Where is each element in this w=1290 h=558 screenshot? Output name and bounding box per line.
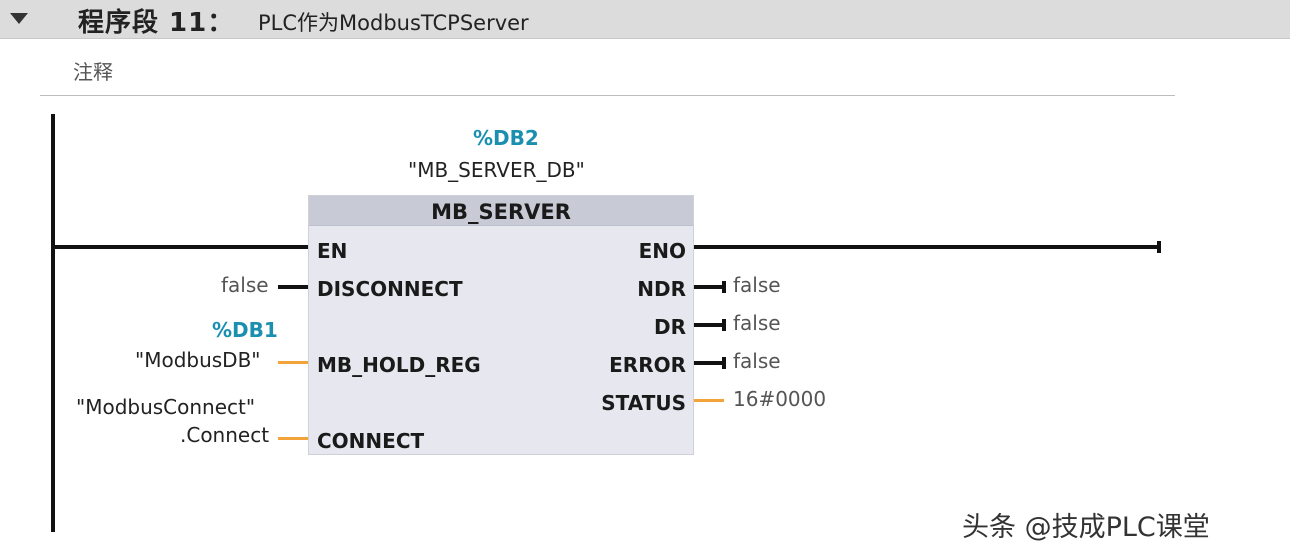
eno-wire-end: [1157, 241, 1161, 253]
dr-wire[interactable]: [694, 323, 724, 327]
pin-disconnect[interactable]: DISCONNECT: [317, 277, 463, 301]
connect-param-line1[interactable]: "ModbusConnect": [76, 395, 256, 419]
network-header[interactable]: 程序段 11： PLC作为ModbusTCPServer: [0, 0, 1290, 39]
collapse-arrow-icon[interactable]: [10, 13, 28, 24]
ndr-wire[interactable]: [694, 285, 724, 289]
network-label: 程序段 11：: [78, 8, 235, 38]
comment-placeholder: 注释: [73, 60, 113, 84]
watermark: 头条 @技成PLC课堂: [962, 512, 1210, 543]
ndr-value[interactable]: false: [733, 273, 781, 297]
pin-status[interactable]: STATUS: [601, 391, 686, 415]
holdreg-db-address[interactable]: %DB1: [212, 318, 278, 342]
status-value[interactable]: 16#0000: [733, 387, 827, 411]
mb-server-block[interactable]: MB_SERVER EN DISCONNECT MB_HOLD_REG CONN…: [308, 195, 694, 455]
pin-mb-hold-reg[interactable]: MB_HOLD_REG: [317, 353, 481, 377]
dr-value[interactable]: false: [733, 311, 781, 335]
pin-dr[interactable]: DR: [653, 315, 686, 339]
instance-db-name[interactable]: "MB_SERVER_DB": [408, 158, 585, 182]
instance-db-address[interactable]: %DB2: [473, 126, 539, 150]
error-value[interactable]: false: [733, 349, 781, 373]
mb-hold-reg-wire[interactable]: [278, 361, 309, 364]
dr-wire-end: [722, 319, 726, 331]
pin-connect[interactable]: CONNECT: [317, 429, 425, 453]
pin-eno[interactable]: ENO: [638, 239, 686, 263]
network-comment-field[interactable]: 注释: [40, 50, 1175, 96]
holdreg-db-name[interactable]: "ModbusDB": [135, 348, 261, 372]
error-wire-end: [722, 357, 726, 369]
connect-wire[interactable]: [278, 437, 309, 440]
block-title: MB_SERVER: [309, 196, 693, 226]
pin-en[interactable]: EN: [317, 239, 348, 263]
error-wire[interactable]: [694, 361, 724, 365]
disconnect-value[interactable]: false: [221, 273, 269, 297]
network-title[interactable]: PLC作为ModbusTCPServer: [258, 11, 529, 35]
status-wire[interactable]: [694, 399, 724, 402]
eno-wire[interactable]: [694, 245, 1160, 249]
connect-param-line2[interactable]: .Connect: [180, 423, 270, 447]
ndr-wire-end: [722, 281, 726, 293]
disconnect-wire[interactable]: [278, 285, 309, 289]
power-rail: [51, 114, 55, 532]
pin-ndr[interactable]: NDR: [637, 277, 686, 301]
pin-error[interactable]: ERROR: [609, 353, 686, 377]
en-wire[interactable]: [55, 245, 309, 249]
